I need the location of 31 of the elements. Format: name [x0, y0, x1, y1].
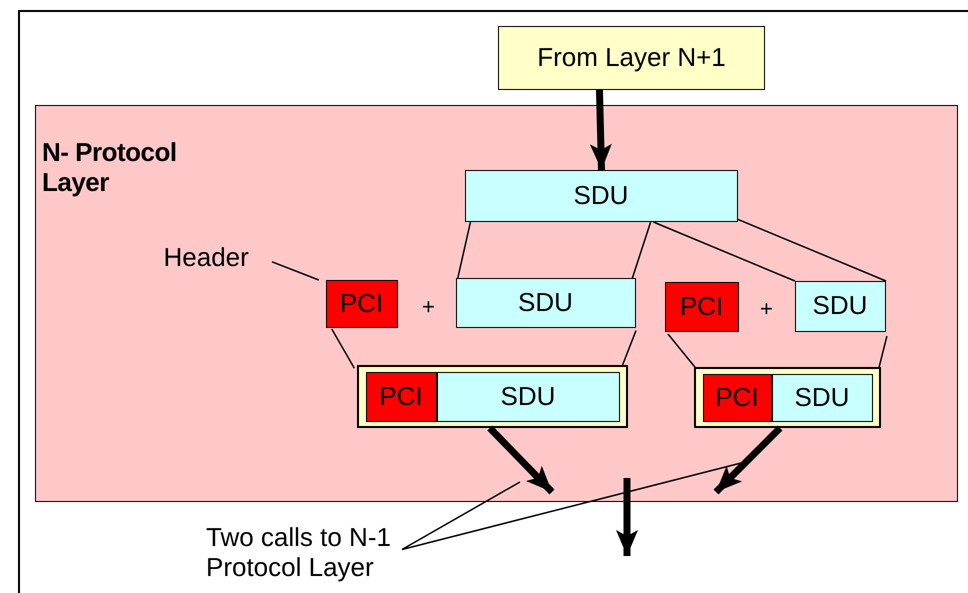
sdu-block: SDU	[456, 278, 636, 328]
connector-line	[457, 222, 472, 278]
arrow	[590, 90, 612, 170]
sdu-block: SDU	[794, 280, 886, 332]
arrow	[714, 426, 782, 494]
sdu-block: SDU	[772, 374, 872, 422]
band-title: N- Protocol Layer	[42, 138, 178, 198]
pci-block: PCI	[702, 374, 772, 422]
plus-sign: +	[760, 296, 773, 322]
pci-block: PCI	[326, 280, 398, 328]
connector-line	[738, 218, 886, 282]
plus-sign: +	[422, 294, 435, 320]
arrow	[487, 426, 554, 494]
connector-line	[331, 328, 355, 369]
pci-block: PCI	[664, 282, 738, 332]
pdu-frame	[694, 366, 880, 428]
pdu-frame	[356, 364, 628, 428]
connector-line	[632, 222, 652, 278]
callout-text: Two calls to N-1 Protocol Layer	[206, 518, 402, 588]
connector-line	[878, 336, 888, 368]
pci-block: PCI	[366, 372, 436, 422]
leader-line	[272, 261, 320, 281]
layer-band	[35, 105, 958, 502]
sdu-block: SDU	[436, 372, 620, 422]
leader-line	[402, 481, 520, 550]
sdu-block: SDU	[464, 170, 738, 222]
connector-line	[667, 334, 696, 369]
connector-line	[622, 330, 637, 366]
header-label: Header	[164, 242, 272, 274]
source-box: From Layer N+1	[498, 26, 765, 90]
connector-line	[653, 221, 796, 282]
